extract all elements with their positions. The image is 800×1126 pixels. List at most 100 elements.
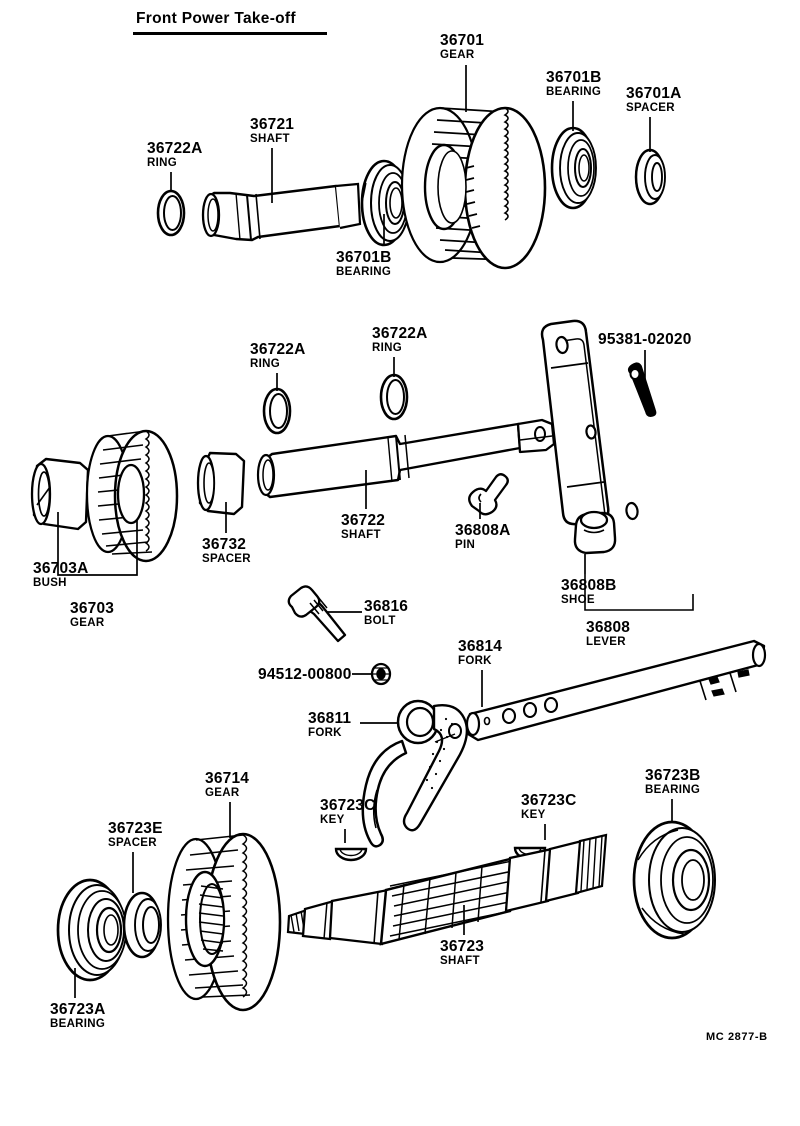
callout-36723A-bearing: 36723A BEARING (50, 1002, 106, 1030)
part-36722A-ring-3 (379, 373, 409, 421)
callout-36701A-spacer: 36701A SPACER (626, 86, 682, 114)
part-36723A-bearing (56, 878, 127, 982)
part-name: FORK (308, 726, 342, 739)
part-number: 36811 (308, 710, 352, 727)
callout-36714-gear: 36714 GEAR (205, 771, 249, 799)
callout-36814-fork: 36814 FORK (458, 639, 502, 667)
part-number: 94512-00800 (258, 666, 352, 683)
part-number: 36722A (147, 140, 203, 157)
part-number: 36701B (336, 249, 392, 266)
part-name: SHOE (561, 593, 595, 606)
part-name: SPACER (108, 836, 157, 849)
shaft-clevis-end (516, 418, 556, 454)
part-number: 36701 (440, 32, 485, 49)
part-36722-shaft (256, 418, 556, 499)
callout-36723C-key-2: 36723C KEY (521, 793, 577, 821)
callout-36723-shaft: 36723 SHAFT (440, 939, 484, 967)
page-title: Front Power Take-off (136, 10, 296, 27)
part-name: SHAFT (440, 954, 480, 967)
part-name: GEAR (440, 48, 475, 61)
callout-36703-gear: 36703 GEAR (70, 601, 114, 629)
part-name: KEY (320, 813, 345, 826)
callout-36732-spacer: 36732 SPACER (202, 537, 251, 565)
callout-36816-bolt: 36816 BOLT (364, 599, 408, 627)
part-36701A-spacer (634, 148, 666, 206)
callout-leader-lines (57, 65, 673, 998)
gear-tooth-ring (463, 106, 547, 270)
callout-36703A-bush: 36703A BUSH (33, 561, 89, 589)
part-number: 36722A (250, 341, 306, 358)
part-36722A-ring-1 (156, 189, 186, 237)
part-36808B-shoe (573, 510, 617, 555)
part-name: SPACER (202, 552, 251, 565)
part-36723B-bearing (632, 820, 716, 940)
part-36808-lever (540, 319, 639, 527)
callout-36808A-pin: 36808A PIN (455, 523, 511, 551)
part-36723C-key-1 (334, 847, 368, 862)
part-36703-gear (85, 429, 179, 563)
part-number: 36723C (521, 792, 577, 809)
part-number: 36714 (205, 770, 250, 787)
part-number: 95381-02020 (598, 331, 692, 348)
part-36701B-bearing-2 (550, 126, 597, 210)
callout-36722A-ring-3: 36722A RING (372, 326, 428, 354)
fork-shaft-detent-holes (483, 696, 559, 726)
part-number: 36721 (250, 116, 295, 133)
part-36723-shaft (286, 833, 608, 946)
callout-36722A-ring-2: 36722A RING (250, 342, 306, 370)
part-name: BEARING (336, 265, 392, 278)
part-36721-shaft (201, 182, 362, 242)
part-number: 36814 (458, 638, 503, 655)
callout-36811-fork: 36811 FORK (308, 711, 351, 739)
part-95381-02020-pin (627, 362, 657, 417)
part-36732-spacer (196, 451, 246, 516)
part-number: 36703A (33, 560, 89, 577)
part-name: KEY (521, 808, 546, 821)
callout-36721-shaft: 36721 SHAFT (250, 117, 294, 145)
part-number: 36723C (320, 797, 376, 814)
part-name: RING (147, 156, 177, 169)
part-36701B-bearing-1 (360, 159, 410, 247)
part-name: SHAFT (341, 528, 381, 541)
part-name: LEVER (586, 635, 626, 648)
sheet-code: MC 2877-B (706, 1031, 768, 1043)
part-36811-fork (361, 699, 469, 848)
part-name: BEARING (50, 1017, 106, 1030)
callout-94512-00800-nut: 94512-00800 (258, 667, 352, 683)
callout-36722A-ring-1: 36722A RING (147, 141, 203, 169)
assembly-front-pto-drive-shaft (156, 106, 666, 270)
part-name: BEARING (546, 85, 602, 98)
callout-36722-shaft: 36722 SHAFT (341, 513, 385, 541)
part-name: RING (372, 341, 402, 354)
part-number: 36816 (364, 598, 409, 615)
part-36816-bolt (287, 585, 347, 643)
part-number: 36701B (546, 69, 602, 86)
part-36723E-spacer (122, 891, 162, 959)
part-number: 36701A (626, 85, 682, 102)
part-name: GEAR (70, 616, 105, 629)
part-name: SHAFT (250, 132, 290, 145)
part-number: 36723A (50, 1001, 106, 1018)
part-36714-gear (166, 832, 282, 1012)
callout-36701B-bearing-2: 36701B BEARING (546, 70, 602, 98)
part-name: BOLT (364, 614, 396, 627)
part-name: PIN (455, 538, 476, 551)
assembly-pto-counter-and-lever (30, 319, 694, 611)
callout-36723C-key-1: 36723C KEY (320, 798, 376, 826)
part-number: 36703 (70, 600, 115, 617)
page-title-underline (133, 32, 327, 35)
callout-36723B-bearing: 36723B BEARING (645, 768, 701, 796)
part-number: 36722 (341, 512, 386, 529)
part-name: FORK (458, 654, 492, 667)
part-number: 36723E (108, 820, 163, 837)
part-name: BUSH (33, 576, 67, 589)
part-name: SPACER (626, 101, 675, 114)
lever-pivot-holes (555, 335, 639, 521)
part-number: 36722A (372, 325, 428, 342)
part-number: 36723B (645, 767, 701, 784)
part-name: GEAR (205, 786, 240, 799)
part-name: RING (250, 357, 280, 370)
part-number: 36732 (202, 536, 247, 553)
